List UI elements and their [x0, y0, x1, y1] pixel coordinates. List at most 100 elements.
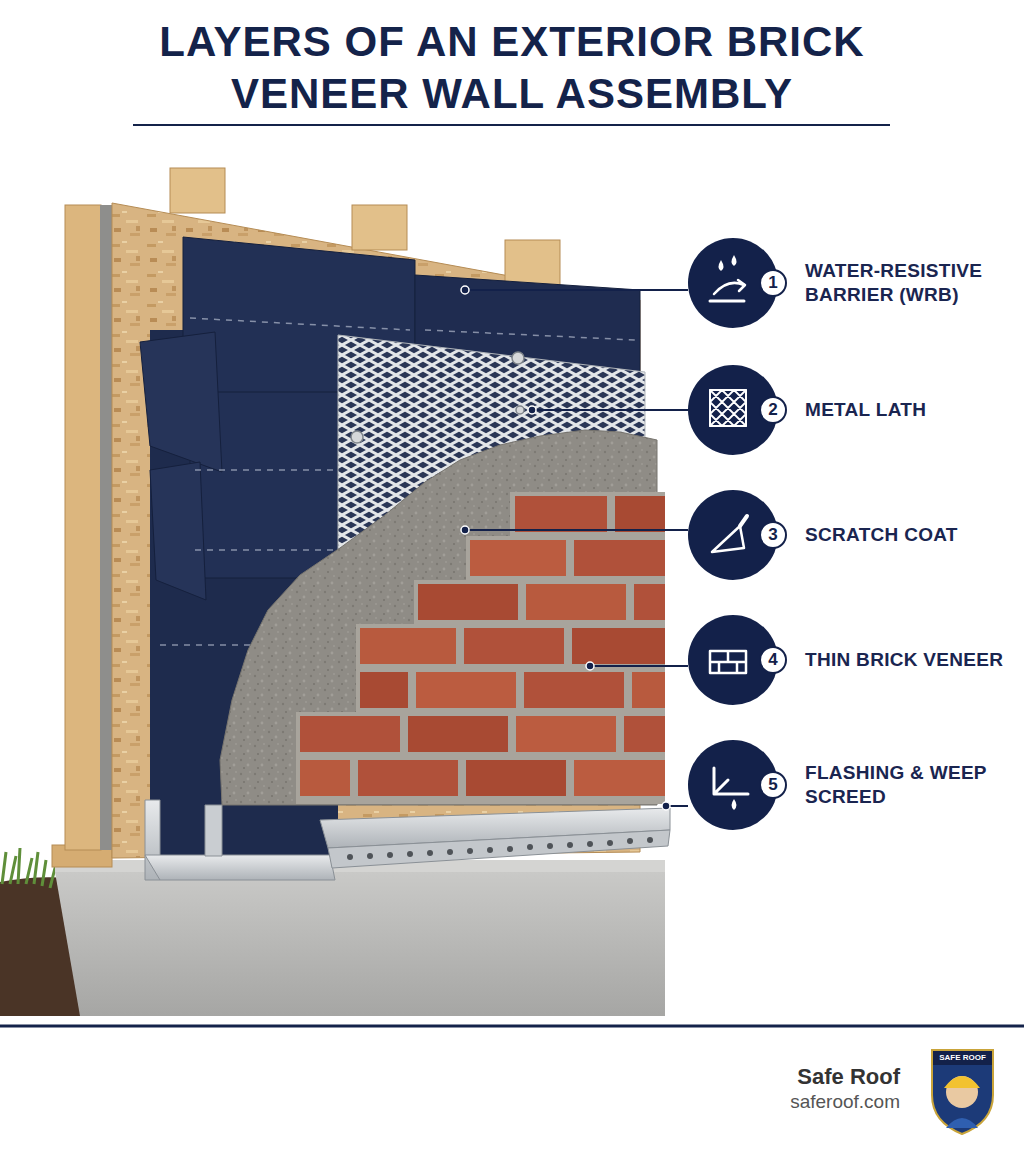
number-badge [760, 772, 786, 798]
brick [464, 628, 564, 664]
leader-dot [528, 406, 536, 414]
brick [408, 716, 508, 752]
layer-icon [738, 280, 745, 291]
leader-dot [662, 802, 670, 810]
wrb-flap [140, 332, 222, 472]
brick [516, 716, 616, 752]
weep-hole [467, 848, 473, 854]
number-badge [760, 647, 786, 673]
number-badge [760, 270, 786, 296]
layer-icon [710, 390, 746, 426]
weep-hole [507, 846, 513, 852]
brick [360, 628, 456, 664]
stud-top [505, 240, 560, 285]
stud-top [352, 205, 407, 250]
layer-icon [710, 300, 744, 303]
flashing [205, 805, 222, 856]
foundation [55, 872, 665, 1016]
layer-icon [710, 651, 746, 673]
weep-hole [447, 849, 453, 855]
callout-node: 5FLASHING & WEEP SCREED [688, 740, 778, 830]
wrb-flap [150, 462, 206, 600]
stud-edge [65, 205, 101, 850]
weep-hole [587, 841, 593, 847]
callout-number: 2 [760, 397, 786, 423]
brick [466, 760, 566, 796]
brick [615, 496, 665, 532]
number-badge [760, 522, 786, 548]
weep-hole [627, 838, 633, 844]
flashing [145, 855, 335, 880]
leader-line [465, 289, 688, 291]
footer-text: saferoof.com [790, 1091, 900, 1113]
logo-banner [933, 1051, 992, 1065]
callout-node: 4THIN BRICK VENEER [688, 615, 778, 705]
callout-circle [688, 615, 778, 705]
screw [351, 431, 363, 443]
callout-node: 2METAL LATH [688, 365, 778, 455]
screw [512, 352, 524, 364]
weep-hole [567, 842, 573, 848]
callout-node: 1WATER-RESISTIVE BARRIER (WRB) [688, 238, 778, 328]
leader-dot [586, 662, 594, 670]
leader-dot [461, 526, 469, 534]
brick [574, 540, 665, 576]
layer-icon [732, 255, 737, 266]
callout-number: 5 [760, 772, 786, 798]
leader-line [590, 665, 688, 667]
layer-icon [719, 260, 724, 271]
footer-rule [0, 1025, 1024, 1028]
brick [572, 628, 665, 664]
layer-icon [714, 768, 748, 794]
brick [360, 672, 408, 708]
callout-circle [688, 365, 778, 455]
sheathing-edge [100, 205, 112, 850]
brick [470, 540, 566, 576]
weep-hole [527, 844, 533, 850]
brick [624, 716, 665, 752]
layer-icon [714, 283, 744, 294]
weep-screed [328, 830, 670, 868]
callout-circle [688, 490, 778, 580]
brick [574, 760, 665, 796]
screw [516, 406, 524, 414]
weep-hole [407, 851, 413, 857]
footer-text: Safe Roof [797, 1064, 900, 1090]
layer-icon [740, 516, 747, 526]
leader-line [465, 529, 688, 531]
weep-hole [487, 847, 493, 853]
callout-number: 3 [760, 522, 786, 548]
logo-hard-hat [944, 1076, 980, 1088]
brick [526, 584, 626, 620]
weep-hole [387, 852, 393, 858]
stud-top [170, 168, 225, 213]
weep-hole [347, 854, 353, 860]
brick [632, 672, 665, 708]
brick [634, 584, 665, 620]
brick [524, 672, 624, 708]
brick [358, 760, 458, 796]
weep-hole [367, 853, 373, 859]
title-rule [133, 124, 890, 126]
layer-label: THIN BRICK VENEER [805, 648, 1010, 672]
logo-body [946, 1118, 978, 1128]
scratch-coat [220, 430, 657, 805]
weep-holes [347, 837, 653, 860]
callout-node: 3SCRATCH COAT [688, 490, 778, 580]
brick [300, 716, 400, 752]
callout-number: 4 [760, 647, 786, 673]
layer-label: FLASHING & WEEP SCREED [805, 761, 1010, 809]
layer-icon [732, 799, 737, 810]
brick [416, 672, 516, 708]
diagram-title: LAYERS OF AN EXTERIOR BRICK VENEER WALL … [112, 16, 912, 120]
callout-number: 1 [760, 270, 786, 296]
layer-label: WATER-RESISTIVE BARRIER (WRB) [805, 259, 1010, 307]
weep-hole [427, 850, 433, 856]
layer-icon [712, 526, 744, 552]
brick [418, 584, 518, 620]
callout-circle [688, 238, 778, 328]
weep-hole [647, 837, 653, 843]
